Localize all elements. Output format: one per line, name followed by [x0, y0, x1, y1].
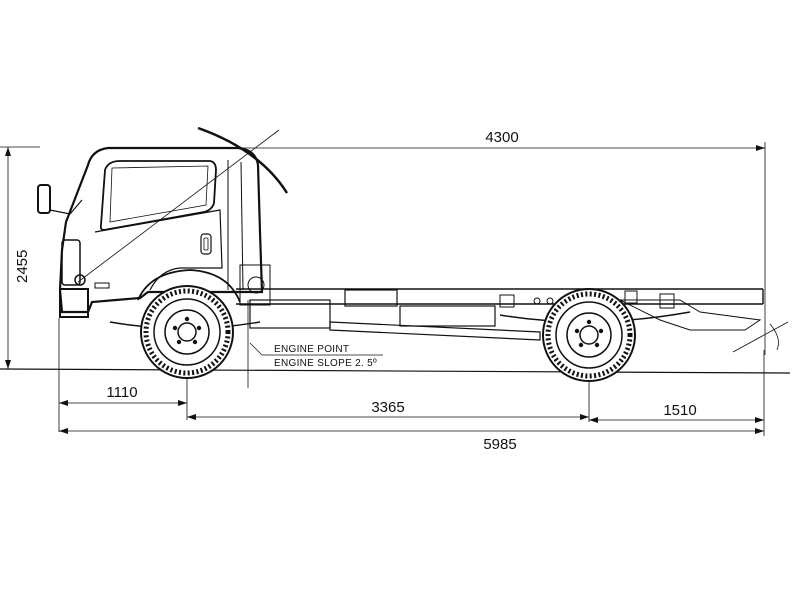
- rear-overhang-label: 1510: [663, 402, 696, 419]
- cab-to-end-dimension: 4300: [236, 129, 766, 355]
- ground-line: [0, 368, 791, 374]
- engine-point-label: ENGINE POINT: [274, 344, 349, 355]
- engine-slope-label: ENGINE SLOPE 2. 5º: [274, 358, 377, 369]
- wheelbase-label: 3365: [371, 399, 404, 416]
- engine-annotation: ENGINE POINT ENGINE SLOPE 2. 5º: [249, 342, 383, 369]
- overall-length-label: 5985: [483, 436, 516, 453]
- truck-cab: [37, 126, 289, 318]
- front-overhang-label: 1110: [106, 384, 137, 401]
- cab-to-end-length-label: 4300: [485, 129, 518, 146]
- height-dimension: 2455: [0, 146, 40, 369]
- overall-height-label: 2455: [14, 250, 31, 283]
- rear-wheel: [542, 288, 636, 382]
- front-wheel: [140, 285, 234, 379]
